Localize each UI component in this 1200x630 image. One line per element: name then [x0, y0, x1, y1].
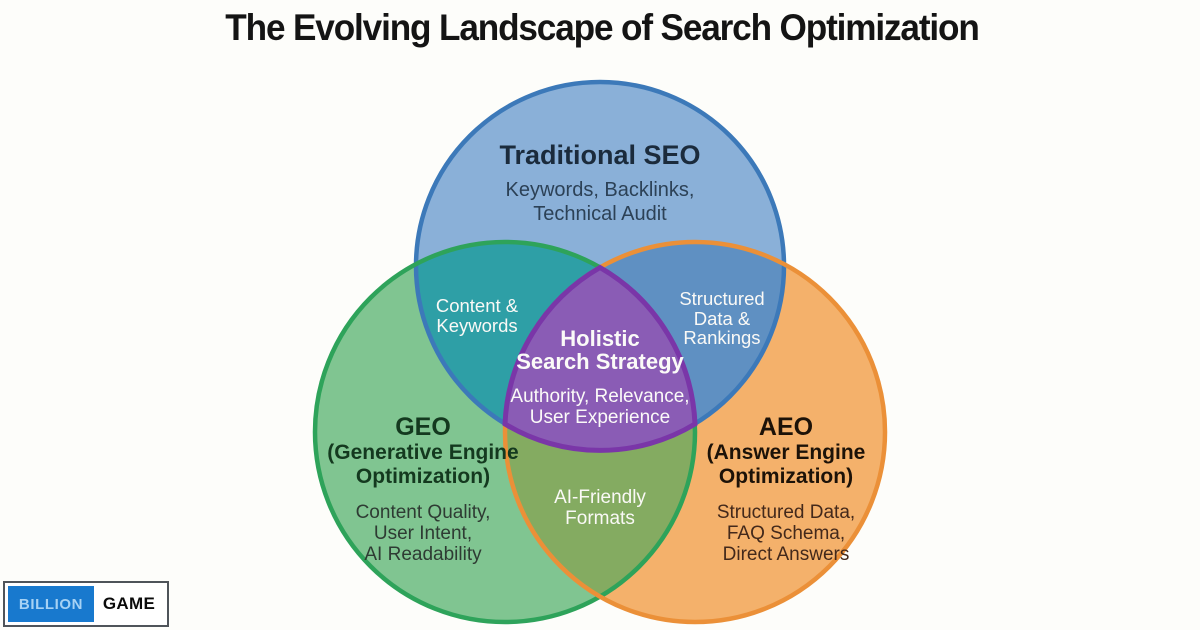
geo-aeo-overlap-label: AI-Friendly Formats: [554, 487, 646, 529]
logo-billion-text: BILLION: [8, 586, 94, 622]
geo-details: Content Quality, User Intent, AI Readabi…: [355, 502, 491, 565]
center-title: Holistic Search Strategy: [516, 326, 684, 374]
billion-game-logo: BILLION GAME: [3, 581, 169, 627]
geo-circle-outline: [312, 239, 698, 625]
aeo-label: AEO (Answer Engine Optimization) Structu…: [706, 413, 866, 566]
aeo-title: AEO: [758, 413, 814, 441]
center-overlap-region: [502, 264, 698, 453]
seo-aeo-overlap-label: Structured Data & Rankings: [679, 288, 765, 348]
logo-game-text: GAME: [102, 594, 156, 613]
aeo-circle-outline: [502, 239, 888, 625]
geo-title: GEO: [395, 413, 451, 441]
page-title: The Evolving Landscape of Search Optimiz…: [225, 7, 980, 48]
traditional-seo-label: Traditional SEO Keywords, Backlinks, Tec…: [499, 140, 700, 226]
geo-qualifier: (Generative Engine Optimization): [327, 441, 519, 488]
geo-label: GEO (Generative Engine Optimization) Con…: [327, 413, 519, 566]
traditional-seo-details: Keywords, Backlinks, Technical Audit: [505, 179, 695, 225]
traditional-seo-title: Traditional SEO: [499, 140, 701, 170]
center-overlap-label: Holistic Search Strategy Authority, Rele…: [510, 327, 689, 428]
seo-geo-overlap-label: Content & Keywords: [435, 295, 519, 336]
aeo-qualifier: (Answer Engine Optimization): [706, 441, 866, 488]
aeo-details: Structured Data, FAQ Schema, Direct Answ…: [716, 502, 856, 565]
center-details: Authority, Relevance, User Experience: [510, 386, 690, 428]
